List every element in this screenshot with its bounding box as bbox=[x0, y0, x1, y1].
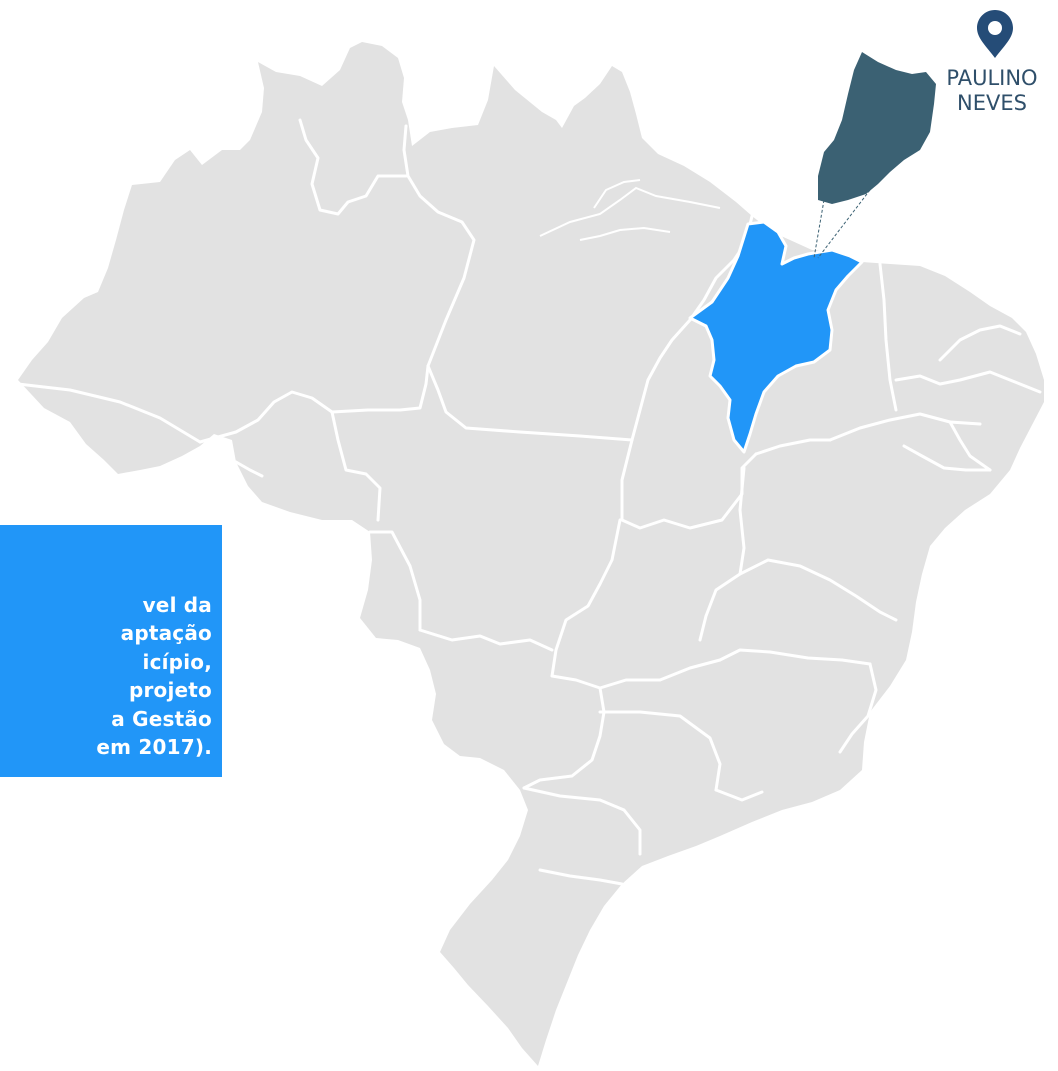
info-text: vel da aptação icípio, projeto a Gestão … bbox=[0, 591, 212, 761]
marker-label: PAULINO NEVES bbox=[940, 66, 1044, 116]
leader-lines bbox=[813, 189, 871, 259]
state-borders bbox=[16, 118, 1042, 886]
municipality-inset bbox=[818, 52, 936, 204]
info-line-4: projeto bbox=[128, 678, 212, 703]
info-box: vel da aptação icípio, projeto a Gestão … bbox=[0, 525, 222, 777]
info-line-3: icípio, bbox=[142, 649, 212, 674]
river-lines bbox=[539, 179, 721, 241]
highlighted-state bbox=[688, 220, 864, 454]
info-line-2: aptação bbox=[120, 621, 212, 646]
info-line-6: em 2017). bbox=[96, 735, 212, 760]
marker-label-line1: PAULINO bbox=[946, 66, 1038, 90]
info-line-1: vel da bbox=[142, 593, 212, 617]
info-line-5: a Gestão bbox=[111, 706, 212, 731]
marker-label-line2: NEVES bbox=[957, 91, 1027, 115]
map-pin-icon bbox=[977, 10, 1013, 58]
